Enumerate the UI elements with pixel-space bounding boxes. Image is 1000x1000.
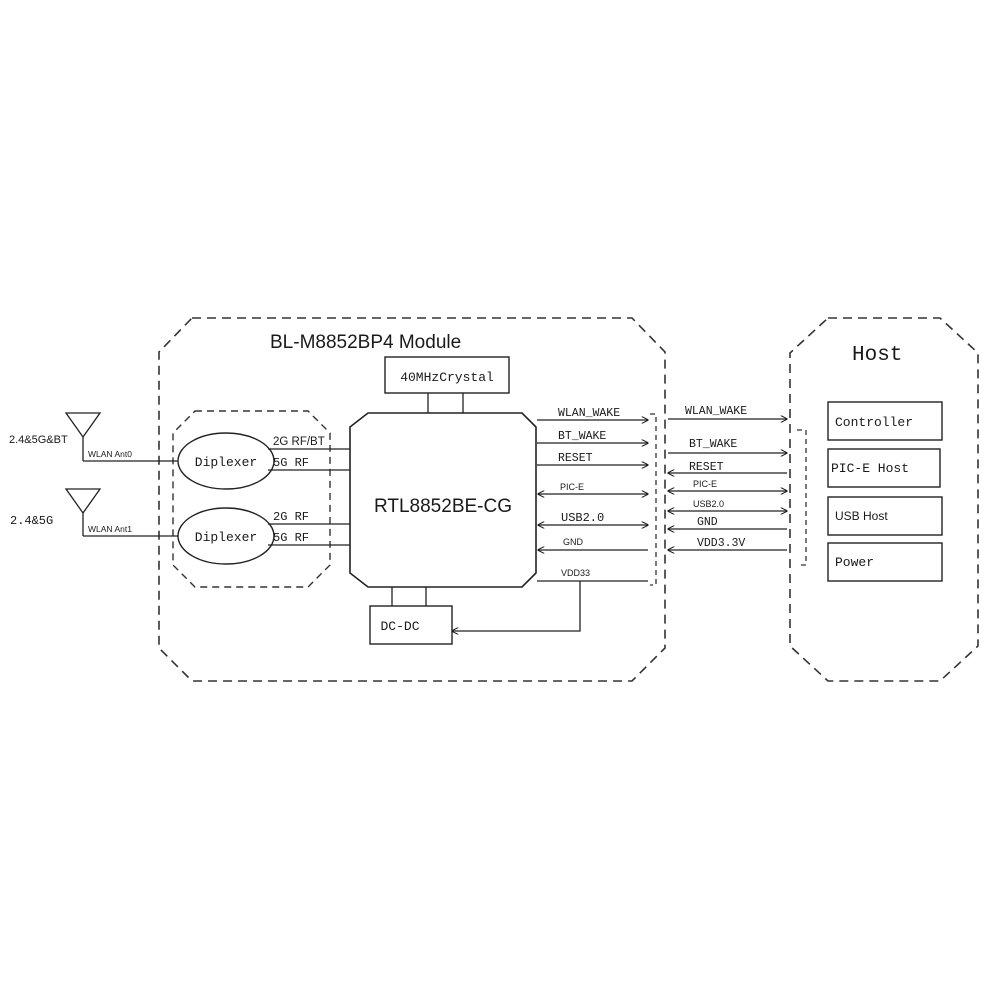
diplexer-0: [177, 432, 275, 490]
host-connector: [797, 429, 807, 566]
link-signal-label-bt-wake: BT_WAKE: [689, 438, 737, 451]
host-block-pcie: [827, 448, 941, 488]
host-title: Host: [852, 344, 902, 367]
antenna-icon: [64, 412, 102, 439]
antenna-1-band: 2.4&5G: [10, 514, 53, 528]
diplexer-1-label: Diplexer: [195, 530, 257, 545]
link-signal-label-reset: RESET: [689, 461, 724, 474]
module-boundary: [158, 317, 666, 682]
host-block-pcie-label: PIC-E Host: [831, 461, 909, 476]
module-connector: [650, 413, 657, 586]
host-block-usb-label: USB Host: [835, 509, 888, 523]
module-signal-label-wlan-wake: WLAN_WAKE: [558, 407, 620, 420]
module-signal-label-vdd33: VDD33: [561, 568, 590, 578]
link-signal-label-gnd: GND: [697, 516, 718, 529]
vdd33-feed-line: [452, 581, 581, 631]
host-block-power: [827, 542, 943, 582]
antenna-0: [64, 412, 178, 462]
host-block-power-label: Power: [835, 555, 874, 570]
host-block-usb: [827, 496, 943, 536]
module-signal-label-gnd: GND: [563, 537, 584, 547]
link-signal-label-usb: USB2.0: [693, 499, 724, 509]
antenna-0-line-label: WLAN Ant0: [88, 449, 132, 459]
antenna-icon: [64, 488, 102, 515]
crystal-label: 40MHzCrystal: [400, 370, 494, 385]
link-signal-label-wlan-wake: WLAN_WAKE: [685, 405, 747, 418]
diplexer-1-port-bottom: 5G RF: [273, 531, 309, 545]
link-signal-label-pic-e: PIC-E: [693, 479, 717, 489]
host-boundary: [789, 317, 979, 682]
diplexer-1-port-top: 2G RF: [273, 510, 309, 524]
module-signal-label-usb: USB2.0: [561, 511, 604, 525]
host-block-controller: [827, 401, 943, 441]
diplexer-group-boundary: [172, 410, 331, 588]
module-signal-label-reset: RESET: [558, 452, 593, 465]
diplexer-0-label: Diplexer: [195, 455, 257, 470]
module-signal-label-pic-e: PIC-E: [560, 482, 584, 492]
diplexer-0-port-bottom: 5G RF: [273, 456, 309, 470]
dcdc-block: [369, 605, 453, 645]
link-signal-label-vdd: VDD3.3V: [697, 537, 745, 550]
diplexer-0-port-top: 2G RF/BT: [273, 436, 325, 448]
host-block-controller-label: Controller: [835, 415, 913, 430]
chip-label: RTL8852BE-CG: [374, 496, 512, 517]
antenna-1-line-label: WLAN Ant1: [88, 524, 132, 534]
module-title: BL-M8852BP4 Module: [270, 332, 461, 353]
antenna-1: [64, 488, 178, 537]
chip-block: [349, 412, 537, 588]
antenna-0-band: 2.4&5G&BT: [9, 434, 68, 446]
module-signal-label-bt-wake: BT_WAKE: [558, 430, 606, 443]
crystal-block: [384, 356, 510, 394]
dcdc-label: DC-DC: [380, 619, 419, 634]
diplexer-1: [177, 507, 275, 565]
